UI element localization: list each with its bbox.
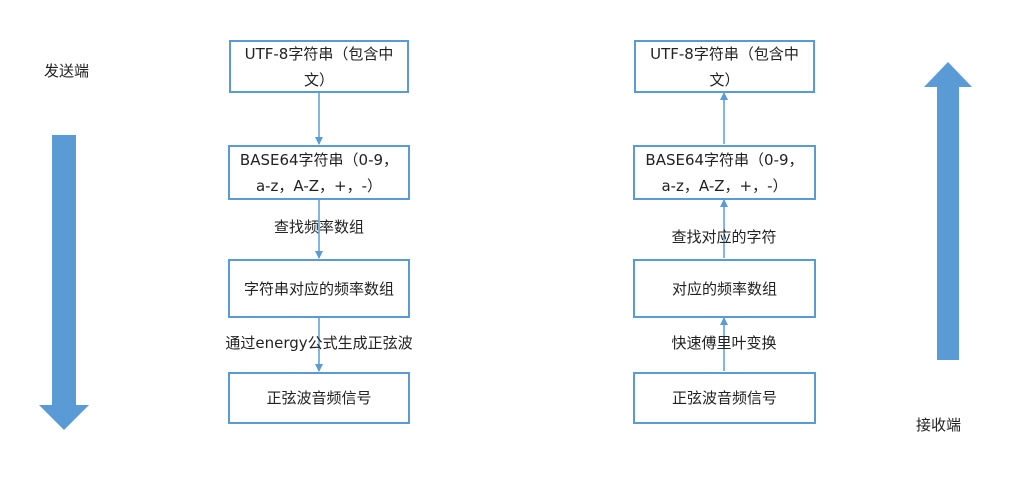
sender-edge-label-energy: 通过energy公式生成正弦波 bbox=[225, 334, 413, 352]
sender-box-sine-signal: 正弦波音频信号 bbox=[228, 372, 410, 424]
receiver-direction-arrow bbox=[924, 62, 972, 360]
sender-direction-arrow bbox=[39, 135, 89, 430]
sender-side-label: 发送端 bbox=[44, 62, 90, 80]
sender-box-base64: BASE64字符串（0-9，a-z，A-Z，+，-） bbox=[228, 145, 410, 200]
sender-box-frequency-array: 字符串对应的频率数组 bbox=[228, 259, 410, 318]
receiver-box-sine-signal: 正弦波音频信号 bbox=[633, 372, 816, 424]
receiver-side-label: 接收端 bbox=[916, 416, 962, 434]
sender-edge-label-lookup: 查找频率数组 bbox=[273, 218, 365, 236]
sender-box-utf8: UTF-8字符串（包含中文） bbox=[229, 40, 409, 93]
receiver-edge-label-fft: 快速傅里叶变换 bbox=[671, 334, 777, 352]
receiver-edge-label-lookup: 查找对应的字符 bbox=[671, 228, 777, 246]
receiver-box-utf8: UTF-8字符串（包含中文） bbox=[634, 40, 815, 93]
receiver-box-frequency-array: 对应的频率数组 bbox=[633, 259, 816, 318]
receiver-box-base64: BASE64字符串（0-9，a-z，A-Z，+，-） bbox=[633, 145, 816, 200]
